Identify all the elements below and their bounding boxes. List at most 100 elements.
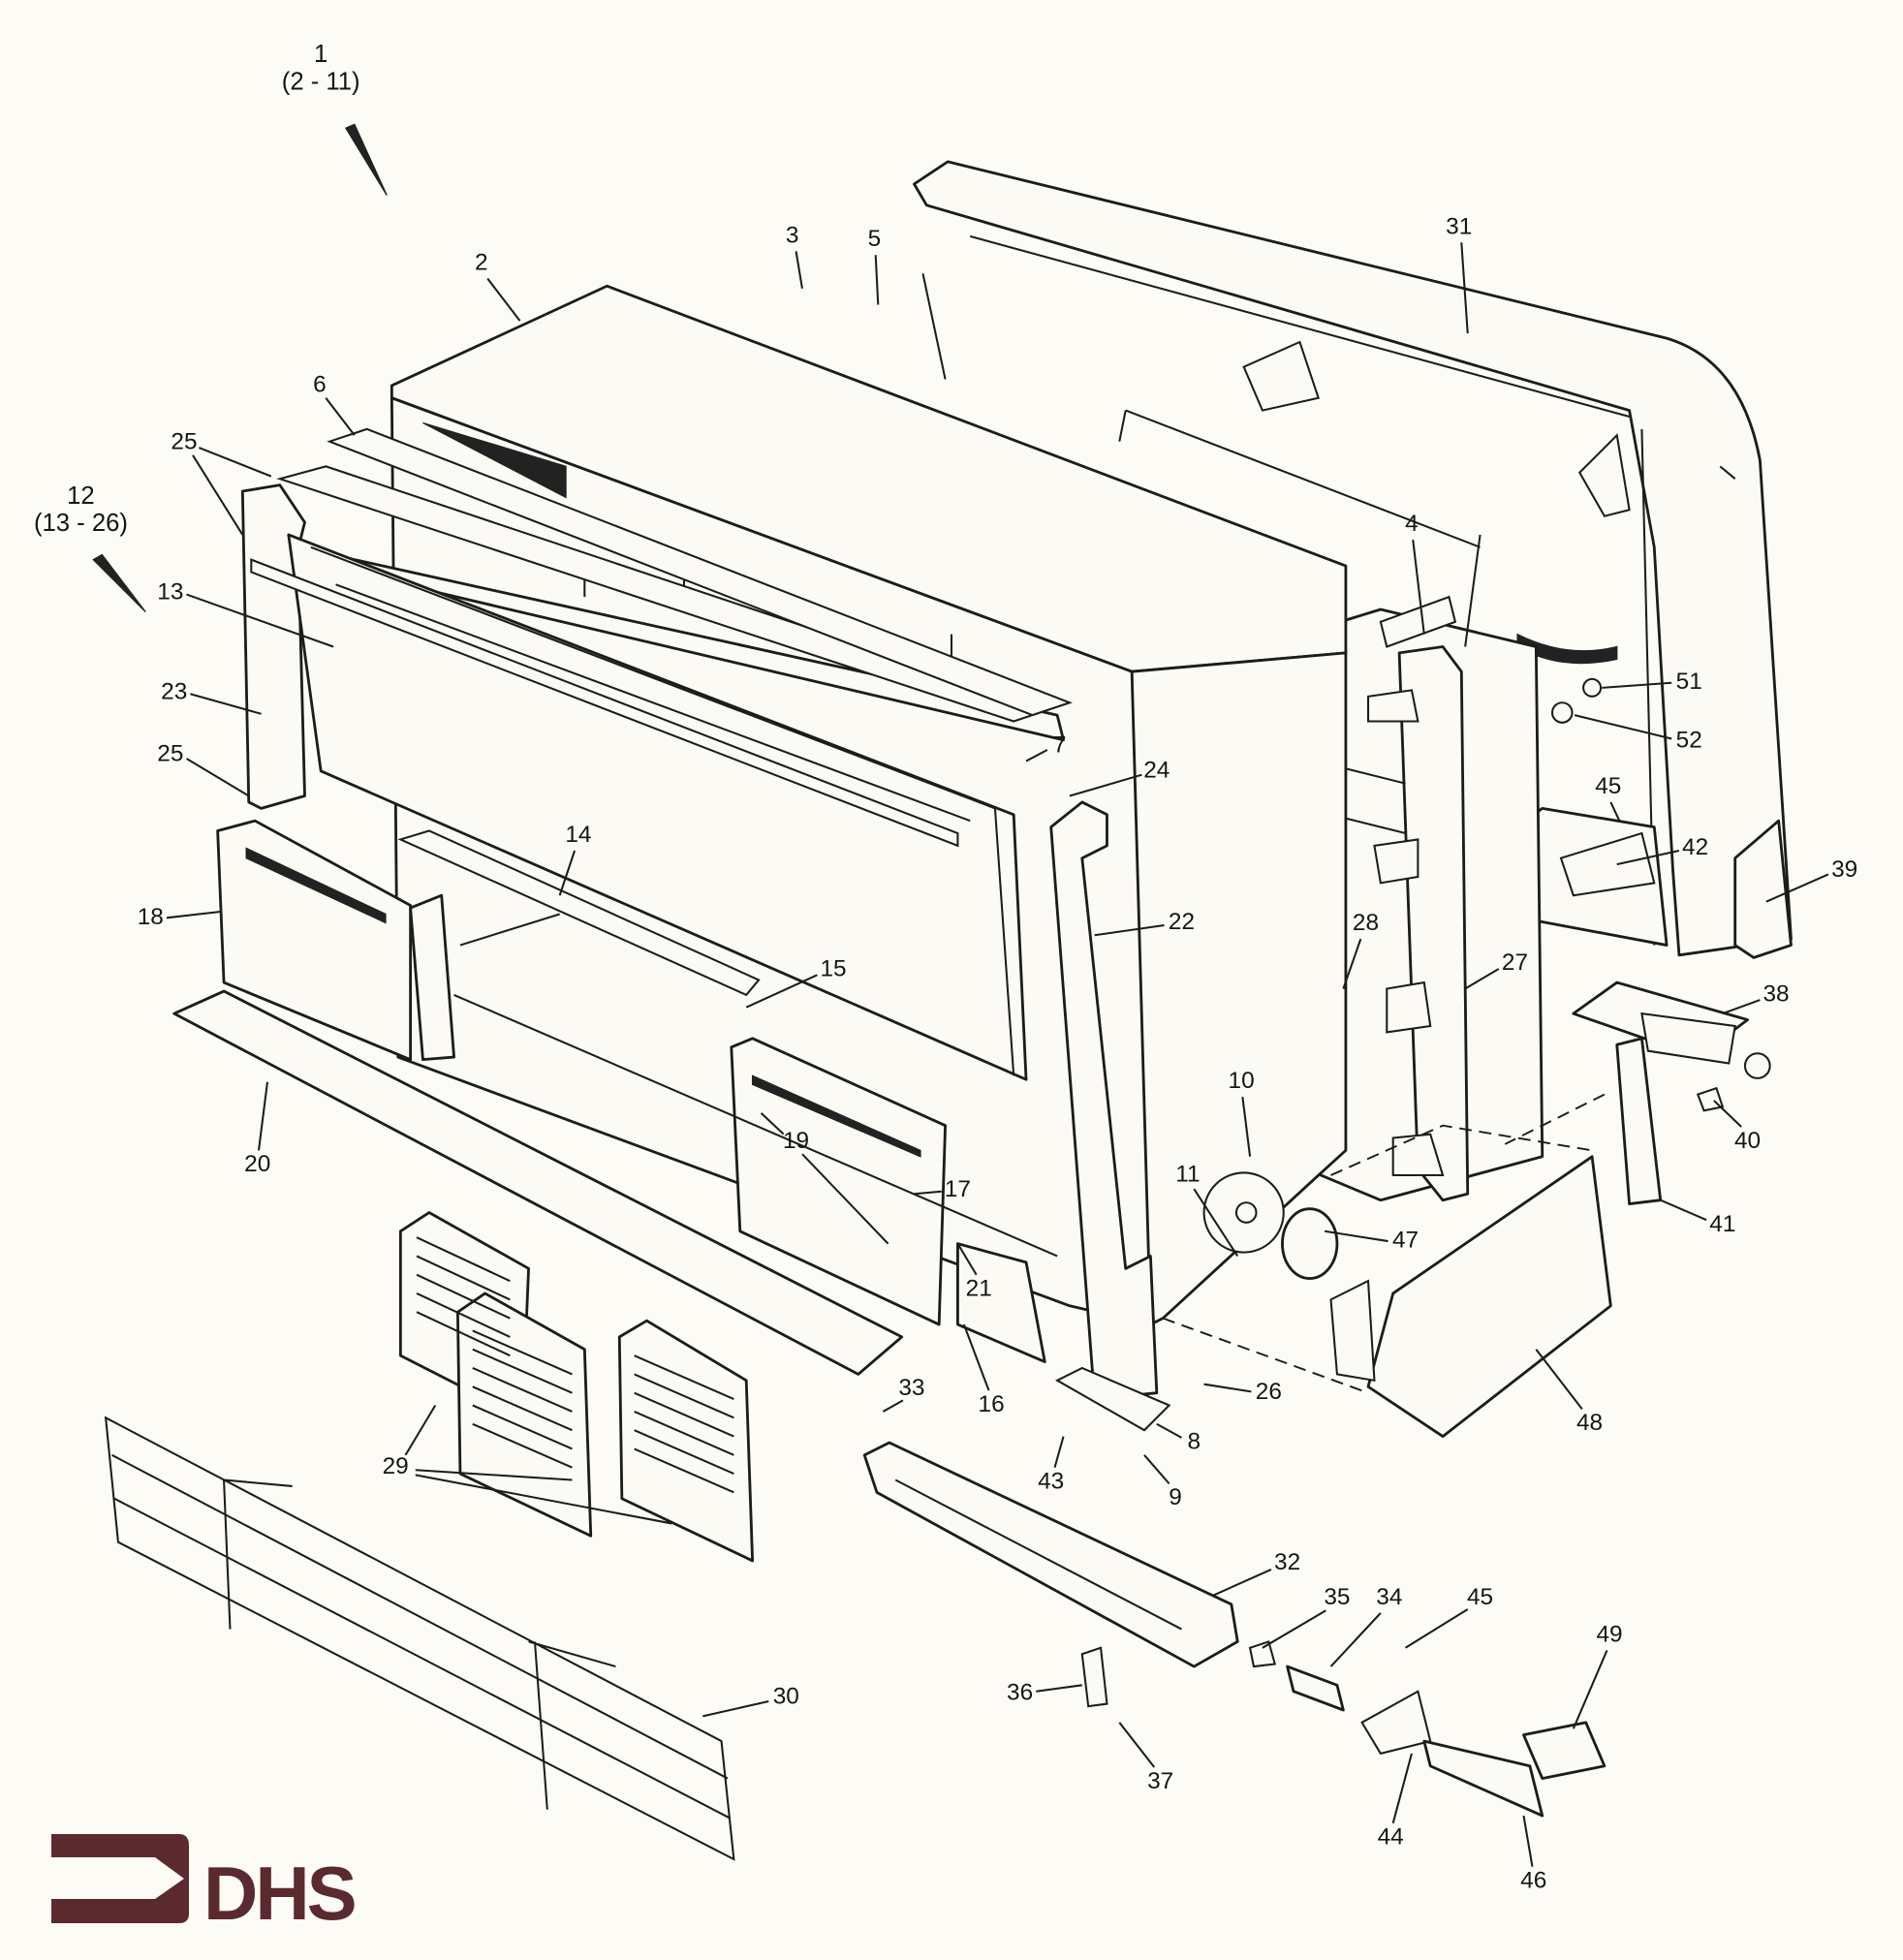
callout-number: 43	[1038, 1469, 1064, 1495]
leader-line	[1143, 1454, 1170, 1485]
leader-line	[1193, 1188, 1239, 1258]
callout-10: 10	[1229, 1068, 1255, 1157]
leader-line	[558, 850, 577, 896]
callout-28: 28	[1342, 910, 1379, 989]
callout-number: 2	[475, 250, 488, 276]
callout-number: 23	[161, 678, 187, 704]
callout-22: 22	[1094, 909, 1195, 937]
leader-line	[760, 1112, 785, 1136]
logo-arrow-icon: DHS	[51, 1834, 358, 1933]
callout-32: 32	[1212, 1549, 1300, 1597]
callout-number: 9	[1169, 1484, 1182, 1510]
part-upright-bracket	[1049, 800, 1171, 1432]
callout-20: 20	[244, 1081, 270, 1177]
leader-line	[404, 1404, 437, 1456]
callout-26: 26	[1203, 1379, 1282, 1405]
callout-number: 7	[1053, 732, 1067, 759]
callout-46: 46	[1520, 1815, 1546, 1894]
leader-line	[1713, 1100, 1742, 1128]
callout-35: 35	[1262, 1584, 1350, 1649]
callout-34: 34	[1329, 1584, 1402, 1667]
leader-line	[1616, 849, 1680, 866]
callout-number: 21	[966, 1276, 992, 1302]
callout-number: 16	[979, 1391, 1005, 1417]
callout-13: 13	[157, 579, 334, 648]
leader-line	[415, 1474, 672, 1525]
callout-number: 6	[313, 371, 327, 397]
assembly-pointer-icon	[92, 553, 146, 612]
callout-number: 24	[1143, 757, 1170, 783]
callout-44: 44	[1378, 1753, 1413, 1851]
leader-line	[1342, 938, 1362, 989]
callout-25: 25	[171, 428, 272, 536]
leader-line	[190, 693, 262, 715]
leader-line	[1241, 1097, 1252, 1157]
callout-17: 17	[914, 1176, 971, 1202]
callout-number: 52	[1676, 727, 1702, 753]
callout-number: 28	[1353, 910, 1379, 936]
callout-number: 33	[898, 1375, 924, 1401]
leader-line	[1602, 681, 1672, 689]
leader-line	[1460, 242, 1469, 334]
callout-number: 5	[868, 226, 882, 252]
logo-text: DHS	[203, 1851, 355, 1933]
callout-38: 38	[1722, 980, 1790, 1015]
callout-number: 41	[1709, 1211, 1735, 1237]
callout-48: 48	[1535, 1349, 1603, 1436]
callout-8: 8	[1156, 1422, 1201, 1454]
callout-number: 31	[1446, 213, 1472, 239]
callout-2: 2	[475, 250, 521, 322]
leader-line	[1391, 1753, 1413, 1824]
callout-47: 47	[1324, 1227, 1419, 1253]
callout-number: 46	[1520, 1868, 1546, 1894]
callout-number: 39	[1831, 856, 1857, 883]
assembly-12-group: 12 (13 - 26)	[34, 482, 146, 612]
callout-36: 36	[1007, 1680, 1082, 1706]
callout-number: 20	[244, 1151, 270, 1177]
callout-52: 52	[1574, 714, 1702, 753]
callout-33: 33	[882, 1375, 924, 1413]
callout-number: 15	[820, 956, 846, 982]
leader-line	[199, 447, 272, 478]
callout-number: 10	[1229, 1068, 1255, 1094]
assembly-1-group: 1 (2 - 11)	[282, 41, 388, 196]
leader-line	[1036, 1684, 1082, 1693]
leader-line	[1522, 1815, 1534, 1867]
leader-line	[1324, 1229, 1388, 1243]
part-inner-panel	[1298, 534, 1544, 1202]
callout-number: 17	[945, 1176, 971, 1202]
callout-14: 14	[558, 822, 591, 896]
callout-number: 19	[783, 1128, 809, 1154]
callout-number: 36	[1007, 1680, 1033, 1706]
leader-line	[1329, 1612, 1382, 1667]
leader-line	[1722, 999, 1761, 1015]
leader-line	[415, 1469, 573, 1481]
callout-number: 51	[1676, 669, 1702, 695]
leader-line	[1660, 1198, 1707, 1222]
leader-line	[1574, 714, 1672, 740]
leader-line	[1412, 539, 1425, 635]
callout-21: 21	[956, 1243, 992, 1302]
callout-number: 14	[565, 822, 591, 848]
callout-18: 18	[138, 904, 222, 930]
assembly-range: (13 - 26)	[34, 510, 128, 537]
part-base-tray	[1162, 1093, 1612, 1439]
callout-number: 49	[1596, 1621, 1622, 1647]
callout-number: 32	[1274, 1549, 1300, 1575]
callout-19: 19	[760, 1112, 889, 1245]
callout-3: 3	[786, 222, 803, 289]
leader-line	[1094, 924, 1165, 937]
callout-43: 43	[1038, 1436, 1065, 1495]
callout-number: 47	[1392, 1227, 1419, 1253]
assembly-number: 1	[314, 41, 328, 68]
leader-line	[914, 1190, 942, 1196]
assembly-number: 12	[67, 482, 95, 510]
leader-line	[702, 1700, 769, 1718]
leader-line	[1212, 1569, 1272, 1597]
callout-6: 6	[313, 371, 356, 436]
part-fittings	[1080, 1640, 1607, 1818]
callout-15: 15	[745, 956, 847, 1009]
leader-line	[882, 1399, 904, 1413]
